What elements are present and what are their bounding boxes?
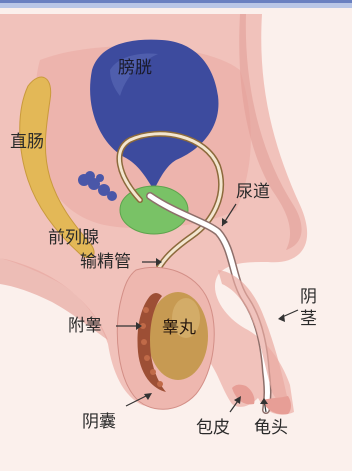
label-epididymis: 附睾 <box>68 318 102 335</box>
label-testis: 睾丸 <box>162 320 196 337</box>
top-border-line <box>0 0 352 3</box>
label-penis: 阴茎 <box>300 286 320 330</box>
label-rectum: 直肠 <box>10 134 44 151</box>
label-foreskin: 包皮 <box>196 420 230 437</box>
label-glans: 龟头 <box>254 420 288 437</box>
arrow-penis <box>278 314 285 322</box>
label-bladder: 膀胱 <box>118 60 152 77</box>
label-prostate: 前列腺 <box>48 230 99 247</box>
label-vas-deferens: 输精管 <box>80 254 131 271</box>
label-scrotum: 阴囊 <box>82 414 116 431</box>
label-urethra: 尿道 <box>236 184 270 201</box>
